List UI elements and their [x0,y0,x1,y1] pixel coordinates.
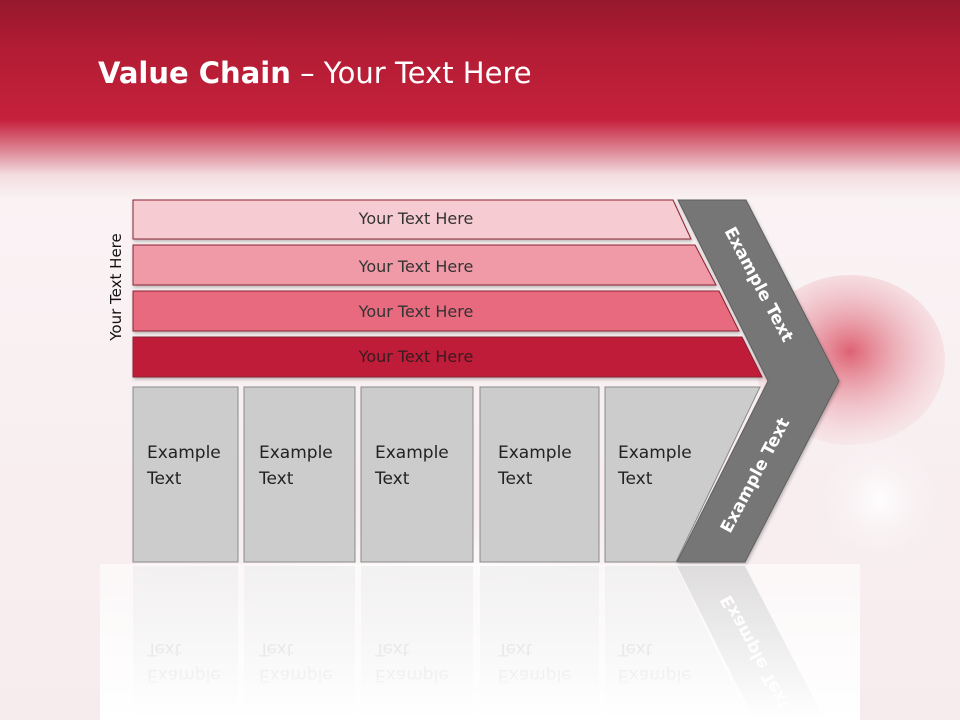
title-rest: – Your Text Here [290,56,532,90]
activity-box-shape [604,386,761,563]
support-row-label: Your Text Here [358,209,474,228]
activity-line-2: Text [374,469,410,489]
activity-box-shape [479,386,600,563]
support-row-shape [132,336,763,378]
support-row-shape [132,290,740,332]
title-bold: Value Chain [98,56,291,90]
activity-line-2: Text [258,469,294,489]
activity-line-1: Example [259,443,333,463]
activity-line-1: Example [375,443,449,463]
support-row-shape [132,199,692,240]
primary-activities: Example Text Example Text Example Text E… [132,386,761,563]
activity-box: Example Text [360,386,474,563]
chevron-shape [676,199,840,563]
activity-box: Example Text [243,386,356,563]
activity-box: Example Text [132,386,239,563]
support-row: Your Text Here [132,336,763,378]
activity-line-2: Text [497,469,533,489]
support-row: Your Text Here [132,290,740,332]
support-row-label: Your Text Here [358,302,474,321]
activity-box-shape [360,386,474,563]
activity-line-2: Text [146,469,182,489]
page-title: Value Chain – Your Text Here [98,56,532,90]
support-row: Your Text Here [132,244,717,286]
activity-line-1: Example [147,443,221,463]
support-rows: Your Text Here Your Text Here Your Text … [132,199,763,378]
header-band [0,0,960,200]
support-row-shape [132,244,717,286]
reflection-fade [100,564,860,720]
support-row: Your Text Here [132,199,692,240]
activity-line-1: Example [618,443,692,463]
activity-box-shape [243,386,356,563]
activity-box: Example Text [479,386,600,563]
activity-box: Example Text [604,386,761,563]
activity-line-2: Text [617,469,653,489]
support-row-label: Your Text Here [358,257,474,276]
support-row-label: Your Text Here [358,347,474,366]
activity-line-1: Example [498,443,572,463]
hat-pompom [805,420,955,580]
activity-box-shape [132,386,239,563]
